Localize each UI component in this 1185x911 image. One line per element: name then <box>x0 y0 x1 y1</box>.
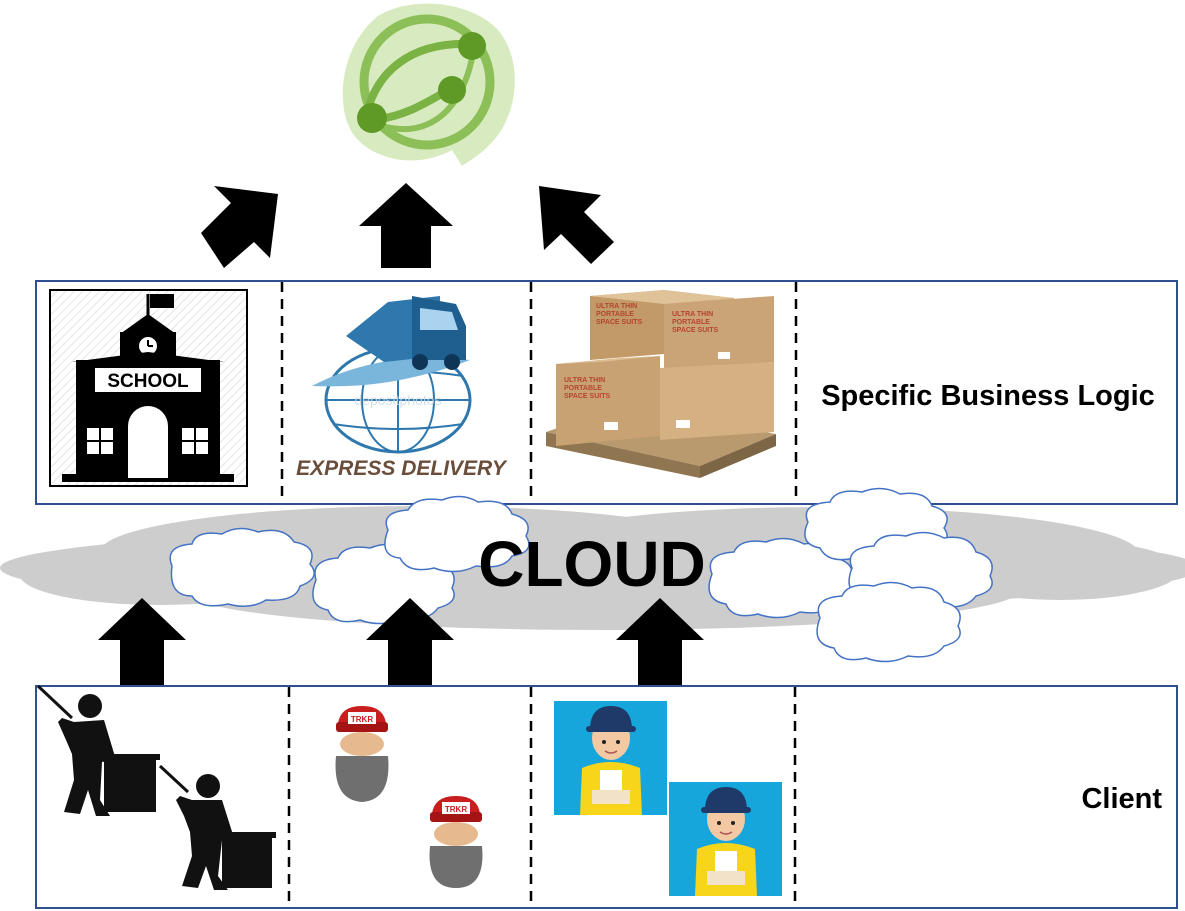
hat-badge-text: TRKR <box>351 715 373 724</box>
watermark-text: depositphotos <box>354 392 441 408</box>
boxes-on-pallet-icon: ULTRA THIN PORTABLE SPACE SUITS ULTRA TH… <box>546 290 776 478</box>
cloud-label: CLOUD <box>478 528 706 600</box>
courier-worker-icon <box>669 782 782 896</box>
courier-worker-icon <box>554 701 667 815</box>
arrow-up-icon <box>98 598 186 686</box>
box-label: PORTABLE <box>564 385 602 392</box>
school-sign-text: SCHOOL <box>107 371 189 392</box>
express-delivery-icon: depositphotos EXPRESS DELIVERY <box>296 296 508 480</box>
teacher-icon <box>158 764 276 890</box>
small-cloud <box>816 581 961 663</box>
box-label: PORTABLE <box>672 319 710 326</box>
school-icon: SCHOOL <box>49 289 248 487</box>
arrow-up-icon <box>359 183 453 268</box>
arrow-up-left-icon <box>539 186 614 264</box>
teacher-icon <box>36 684 160 816</box>
arrow-up-icon <box>616 598 704 686</box>
business-logic-label: Specific Business Logic <box>821 380 1155 412</box>
hat-badge-text: TRKR <box>445 805 467 814</box>
small-cloud <box>169 527 315 607</box>
bearded-worker-icon: TRKR <box>429 796 483 888</box>
box-label: ULTRA THIN <box>564 377 605 384</box>
box-label: ULTRA THIN <box>672 311 713 318</box>
box-label: ULTRA THIN <box>596 303 637 310</box>
arrow-up-icon <box>366 598 454 686</box>
box-label: PORTABLE <box>596 311 634 318</box>
delivery-text: EXPRESS DELIVERY <box>296 457 508 480</box>
client-label: Client <box>1081 783 1162 815</box>
arrow-up-right-icon <box>201 186 278 268</box>
small-cloud <box>384 495 530 573</box>
bearded-worker-icon: TRKR <box>335 706 389 802</box>
box-label: SPACE SUITS <box>564 393 610 400</box>
box-label: SPACE SUITS <box>596 319 642 326</box>
network-sync-logo <box>342 3 515 166</box>
box-label: SPACE SUITS <box>672 327 718 334</box>
